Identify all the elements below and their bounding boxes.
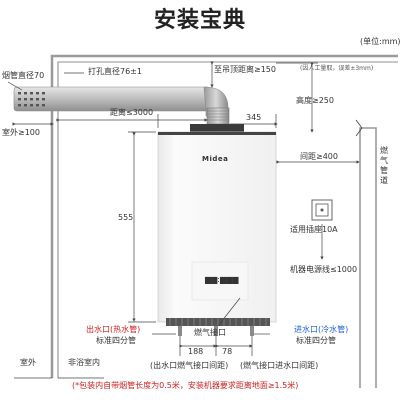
flue-pipe: [13, 86, 230, 125]
dim-78-label: 78: [222, 347, 233, 356]
gas-inlet-spacing-label: (燃气接口进水口间距): [240, 361, 319, 370]
gas-pipe: [359, 127, 377, 388]
inlet-spec: 标准四分管: [296, 336, 336, 345]
socket-label: 适用插座10A: [290, 225, 338, 234]
height-555-label: 555: [118, 213, 134, 222]
non-bathroom-label: 非浴室内: [68, 358, 100, 367]
outlet-title: 出水口(热水管): [86, 325, 141, 334]
power-socket-icon: [311, 199, 333, 221]
gas-pipe-indicator: [355, 119, 363, 137]
unit-label: (单位:mm): [360, 37, 400, 46]
width-345-label: 345: [246, 113, 262, 122]
spacing-label: 间距≥400: [300, 152, 338, 161]
tolerance-note: (因人工量取，误差±3mm): [300, 65, 374, 72]
distance-label: 距离≤3000: [110, 108, 154, 117]
dim-188-label: 188: [188, 347, 204, 356]
bottom-note: (*包装内自带烟管长度为0.5米，安装机器要求距离地面≥1.5米): [72, 381, 299, 390]
gas-pipe-label: 燃气管道: [380, 146, 388, 185]
inlet-title: 进水口(冷水管): [294, 325, 349, 334]
flue-diameter-label: 烟管直径70: [2, 71, 45, 80]
brand-logo: Midea: [202, 155, 229, 163]
water-heater-body: [157, 124, 277, 336]
drill-diameter-label: 打孔直径76±1: [88, 67, 142, 76]
outlet-spec: 标准四分管: [96, 336, 136, 345]
height-label: 高度≥250: [296, 96, 334, 105]
outlet-gas-spacing-label: (出水口燃气接口间距): [150, 361, 229, 370]
page-title: 安装宝典: [153, 8, 246, 33]
outdoor-label: 室外≥100: [2, 128, 40, 137]
panel-display: ▆▆:▆▆▆: [205, 275, 239, 284]
gas-port-label: 燃气接口: [194, 328, 226, 337]
dimension-lines: [7, 61, 360, 379]
outside-label: 室外: [20, 358, 36, 367]
to-ceiling-label: 至吊顶距离≥150: [214, 65, 276, 74]
power-cord-label: 机器电源线≤1000: [290, 265, 358, 274]
